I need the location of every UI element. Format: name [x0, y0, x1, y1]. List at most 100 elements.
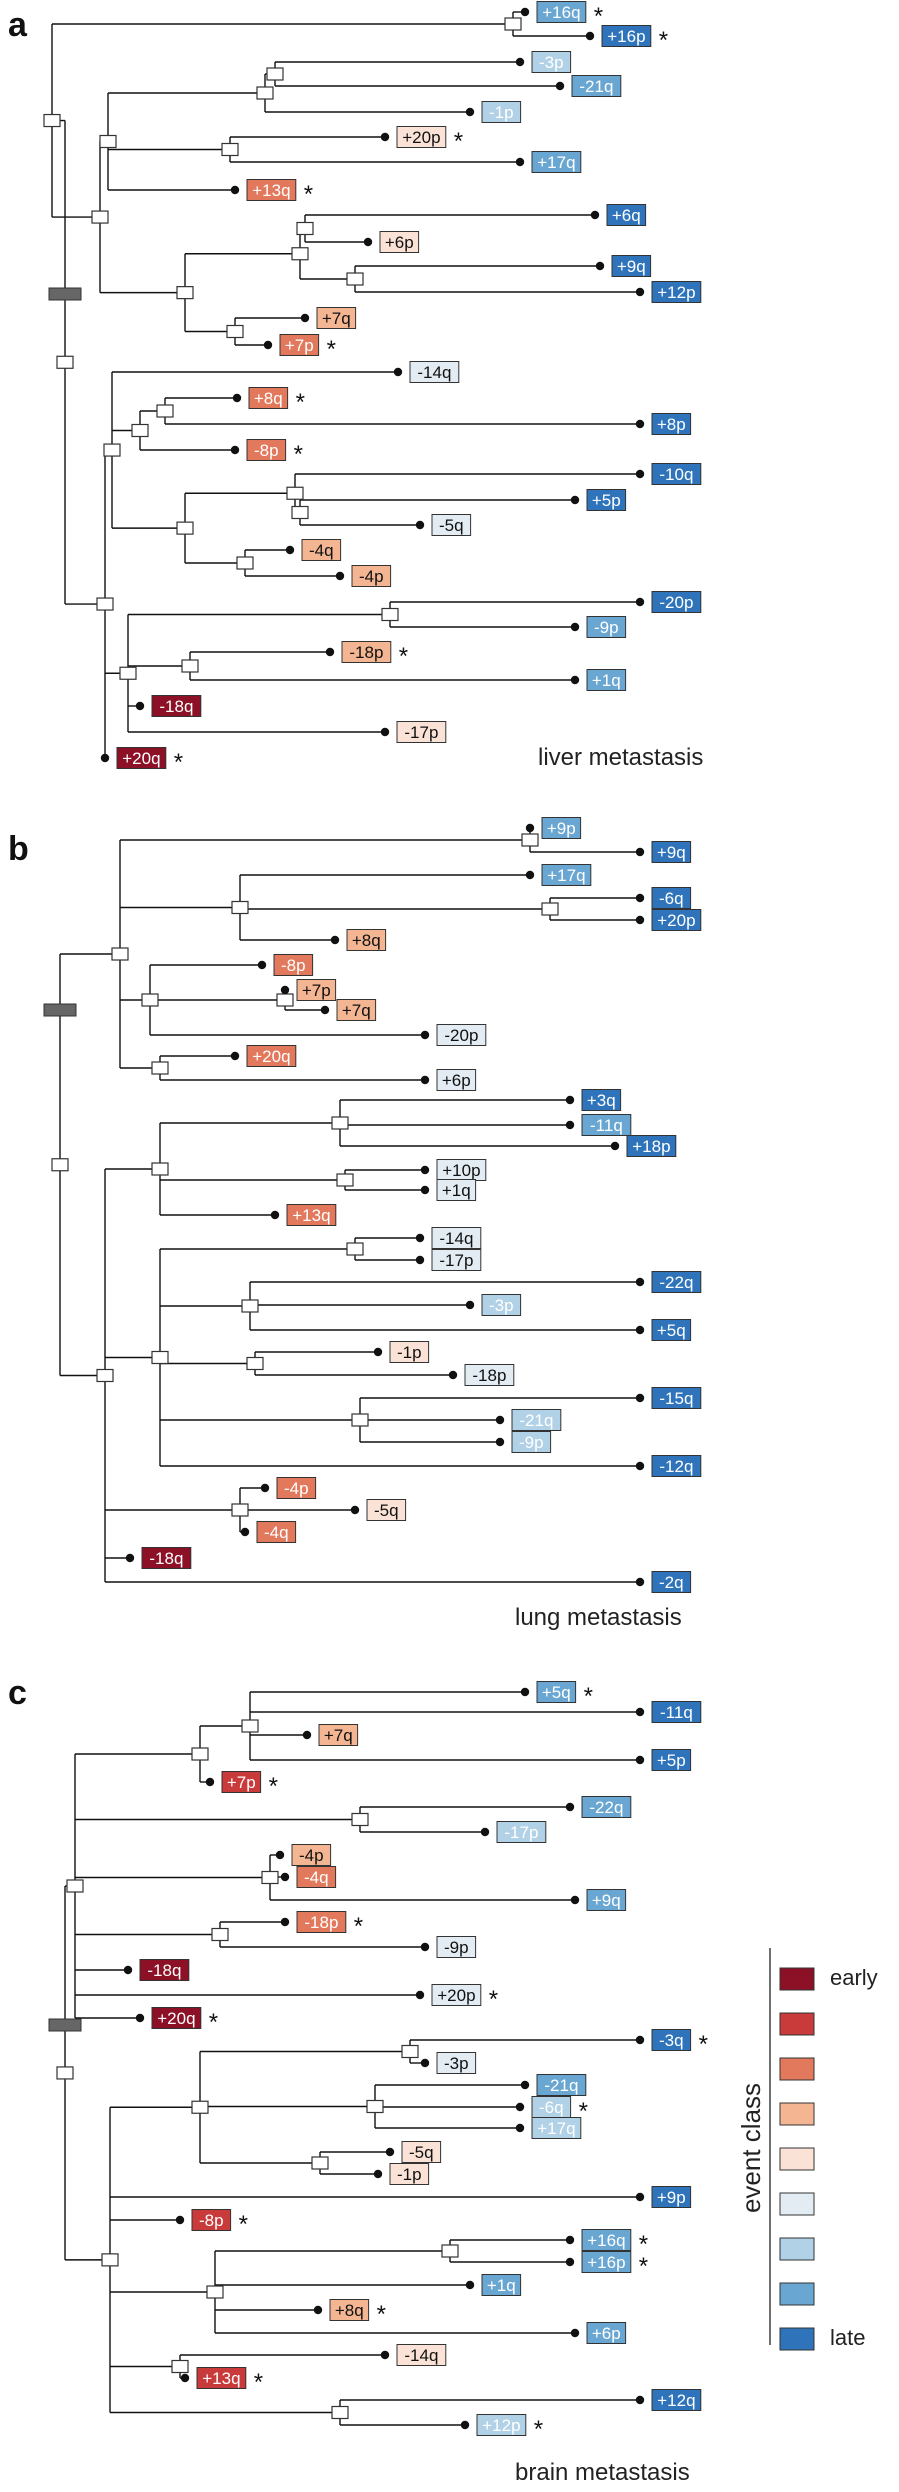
- event-label: +20q: [157, 2009, 195, 2028]
- legend-swatch: [779, 2192, 815, 2216]
- leaf-dot: [565, 2235, 575, 2245]
- tree-nodes: [51, 833, 559, 1517]
- leaf-dot: [335, 571, 345, 581]
- legend-swatch: [779, 2102, 815, 2126]
- event-label: +20p: [402, 128, 440, 147]
- event-box: [581, 1796, 632, 1818]
- event-label: +12q: [657, 2391, 695, 2410]
- leaf-dot: [520, 1687, 530, 1697]
- significance-star: *: [594, 3, 603, 30]
- event-box: [581, 1114, 632, 1136]
- leaf-dot: [260, 1483, 270, 1493]
- event-box: [409, 361, 460, 383]
- event-label: +20p: [437, 1986, 475, 2005]
- event-label: +9p: [547, 819, 576, 838]
- significance-star: *: [489, 1986, 498, 2013]
- node-marker: [103, 443, 121, 457]
- event-box: [651, 1749, 692, 1771]
- event-box: [279, 334, 320, 356]
- legend-swatch: [779, 1967, 815, 1991]
- panel-letter: a: [8, 6, 28, 44]
- event-box: [141, 1547, 192, 1569]
- event-label: -10q: [659, 465, 693, 484]
- event-box: [316, 307, 357, 329]
- node-marker: [99, 134, 117, 149]
- event-box: [431, 514, 472, 536]
- root-marker: [48, 287, 82, 301]
- event-box: [651, 591, 702, 613]
- leaf-dot: [515, 57, 525, 67]
- node-marker: [276, 993, 294, 1007]
- node-marker: [171, 2359, 189, 2374]
- event-box: [379, 231, 420, 253]
- event-label: -8p: [254, 441, 279, 460]
- event-box: [581, 1089, 622, 1111]
- node-marker: [331, 2405, 349, 2420]
- event-box: [651, 1319, 692, 1341]
- event-label: -18p: [349, 643, 383, 662]
- event-label: +9q: [592, 1891, 621, 1910]
- event-label: -18q: [147, 1961, 181, 1980]
- leaf-dot: [570, 675, 580, 685]
- leaf-dot: [415, 1990, 425, 2000]
- event-label: +12p: [482, 2416, 520, 2435]
- leaf-dot: [393, 367, 403, 377]
- leaf-dot: [448, 1370, 458, 1380]
- leaf-dot: [635, 469, 645, 479]
- leaf-dot: [595, 261, 605, 271]
- event-box: [651, 1571, 692, 1593]
- event-label: -4p: [359, 567, 384, 586]
- legend-swatch: [779, 2057, 815, 2081]
- legend-swatch: [779, 2282, 815, 2306]
- event-box: [581, 2251, 632, 2273]
- event-box: [286, 1204, 337, 1226]
- node-marker: [256, 86, 274, 100]
- node-marker: [521, 833, 539, 847]
- leaf-dot: [635, 1577, 645, 1587]
- event-box: [276, 1477, 317, 1499]
- event-box: [626, 1135, 677, 1157]
- node-marker: [56, 355, 74, 369]
- leaf-dot: [100, 753, 110, 763]
- event-box: [431, 1227, 482, 1249]
- event-box: [481, 101, 522, 123]
- event-box: [586, 1889, 627, 1911]
- event-box: [351, 565, 392, 587]
- node-marker: [504, 17, 522, 31]
- event-label: +16p: [607, 27, 645, 46]
- event-box: [651, 887, 692, 909]
- significance-star: *: [296, 389, 305, 416]
- event-box: [341, 641, 392, 663]
- leaf-dot: [635, 2192, 645, 2202]
- event-label: +20q: [122, 749, 160, 768]
- node-marker: [331, 1116, 349, 1130]
- leaf-dot: [635, 1325, 645, 1335]
- event-box: [296, 1866, 337, 1888]
- legend-swatch: [779, 2327, 815, 2351]
- node-marker: [266, 67, 284, 81]
- leaf-dot: [635, 1461, 645, 1471]
- leaf-dot: [420, 1075, 430, 1085]
- event-box: [476, 2414, 527, 2436]
- event-box: [151, 695, 202, 717]
- event-box: [116, 747, 167, 769]
- event-label: +16q: [542, 3, 580, 22]
- event-label: -22q: [589, 1798, 623, 1817]
- significance-star: *: [174, 749, 183, 776]
- event-box: [464, 1364, 515, 1386]
- event-box: [248, 387, 289, 409]
- leaf-dot: [635, 1393, 645, 1403]
- event-box: [396, 721, 447, 743]
- event-box: [246, 439, 287, 461]
- leaf-dot: [635, 1755, 645, 1765]
- leaf-dot: [635, 1707, 645, 1717]
- leaf-dot: [635, 419, 645, 429]
- node-marker: [66, 1879, 84, 1893]
- node-marker: [231, 900, 249, 915]
- node-marker: [231, 1503, 249, 1517]
- leaf-dot: [635, 2395, 645, 2405]
- event-box: [586, 669, 627, 691]
- event-label: -6q: [539, 2098, 564, 2117]
- leaf-dot: [460, 2420, 470, 2430]
